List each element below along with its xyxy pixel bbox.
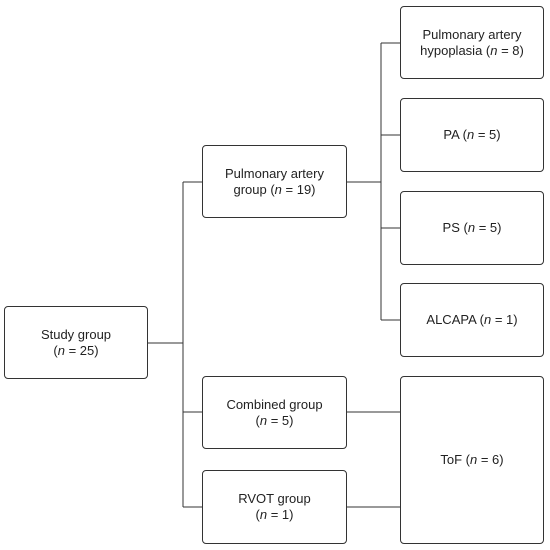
pulmonary-artery-group-count: group (n = 19) (233, 181, 316, 197)
hypoplasia-label: Pulmonary artery (422, 26, 522, 42)
rvot-group-box: RVOT group (n = 1) (202, 470, 347, 544)
combined-group-label: Combined group (226, 396, 323, 412)
hypoplasia-count: hypoplasia (n = 8) (420, 42, 524, 58)
pulmonary-artery-group-label: Pulmonary artery (225, 165, 324, 181)
tof-box: ToF (n = 6) (400, 376, 544, 544)
combined-group-count: (n = 5) (255, 412, 294, 428)
ps-label: PS (n = 5) (442, 220, 502, 235)
tof-label: ToF (n = 6) (440, 452, 504, 467)
study-group-label: Study group (40, 326, 112, 342)
pa-label: PA (n = 5) (443, 127, 501, 142)
study-group-box: Study group (n = 25) (4, 306, 148, 379)
ps-box: PS (n = 5) (400, 191, 544, 265)
pulmonary-artery-hypoplasia-box: Pulmonary artery hypoplasia (n = 8) (400, 6, 544, 79)
pa-box: PA (n = 5) (400, 98, 544, 172)
rvot-group-label: RVOT group (238, 491, 311, 506)
study-group-count: (n = 25) (53, 342, 99, 358)
pulmonary-artery-group-box: Pulmonary artery group (n = 19) (202, 145, 347, 218)
rvot-group-count: (n = 1) (255, 507, 294, 522)
alcapa-box: ALCAPA (n = 1) (400, 283, 544, 357)
combined-group-box: Combined group (n = 5) (202, 376, 347, 449)
alcapa-label: ALCAPA (n = 1) (426, 312, 518, 327)
